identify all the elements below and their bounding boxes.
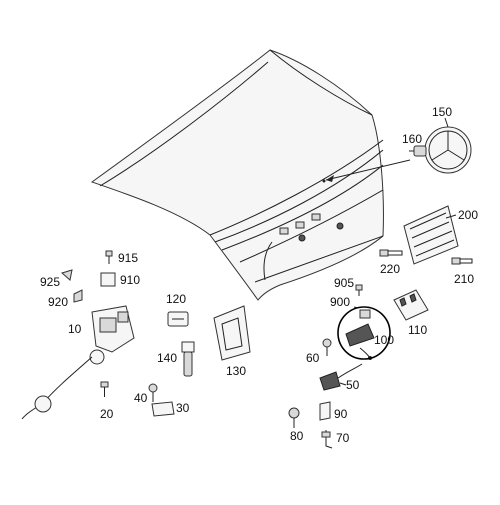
bracket-30 [151,401,175,417]
callout-20: 20 [100,407,114,421]
trunk-lid [90,49,411,301]
clip-925 [60,269,73,281]
callout-210: 210 [454,272,474,286]
screw-40 [148,383,158,402]
callout-140: 140 [157,351,177,365]
part-110 [393,289,429,321]
callout-100: 100 [374,333,394,347]
part-140 [181,341,195,377]
callout-120: 120 [166,292,186,306]
callout-160: 160 [402,132,422,146]
callout-70: 70 [336,431,350,445]
callout-910: 910 [120,273,140,287]
callout-110: 110 [408,323,427,337]
callout-10: 10 [68,322,82,336]
callout-220: 220 [380,262,400,276]
license-plate-bracket [403,205,459,265]
callout-30: 30 [176,401,190,415]
clip-160 [409,145,427,157]
highlight-circle [337,306,391,360]
callout-200: 200 [458,208,478,222]
callout-905: 905 [334,276,354,290]
bracket-90 [319,401,331,421]
callout-130: 130 [226,364,246,378]
callout-90: 90 [334,407,348,421]
part-130 [213,305,251,361]
screw-60 [322,338,332,356]
clip-920 [73,289,83,303]
callout-60: 60 [306,351,320,365]
part-120 [167,311,189,327]
clip-70 [321,430,333,449]
callout-50: 50 [346,378,360,392]
callout-150: 150 [432,105,452,119]
bolt-210 [451,257,473,265]
screw-20 [100,381,109,397]
callout-925: 925 [40,275,60,289]
screw-905 [355,284,363,296]
callout-40: 40 [134,391,148,405]
module-100 [345,309,375,360]
latch-50 [319,363,363,391]
cable-end [34,395,52,413]
lock-mechanism [21,305,135,420]
screw-80 [288,407,300,428]
callout-920: 920 [48,295,68,309]
callout-900: 900 [330,295,350,309]
star-emblem [424,126,472,174]
callout-915: 915 [118,251,138,265]
callout-80: 80 [290,429,304,443]
screw-915 [105,250,113,264]
bolt-220 [379,249,403,257]
part-910 [100,272,116,287]
